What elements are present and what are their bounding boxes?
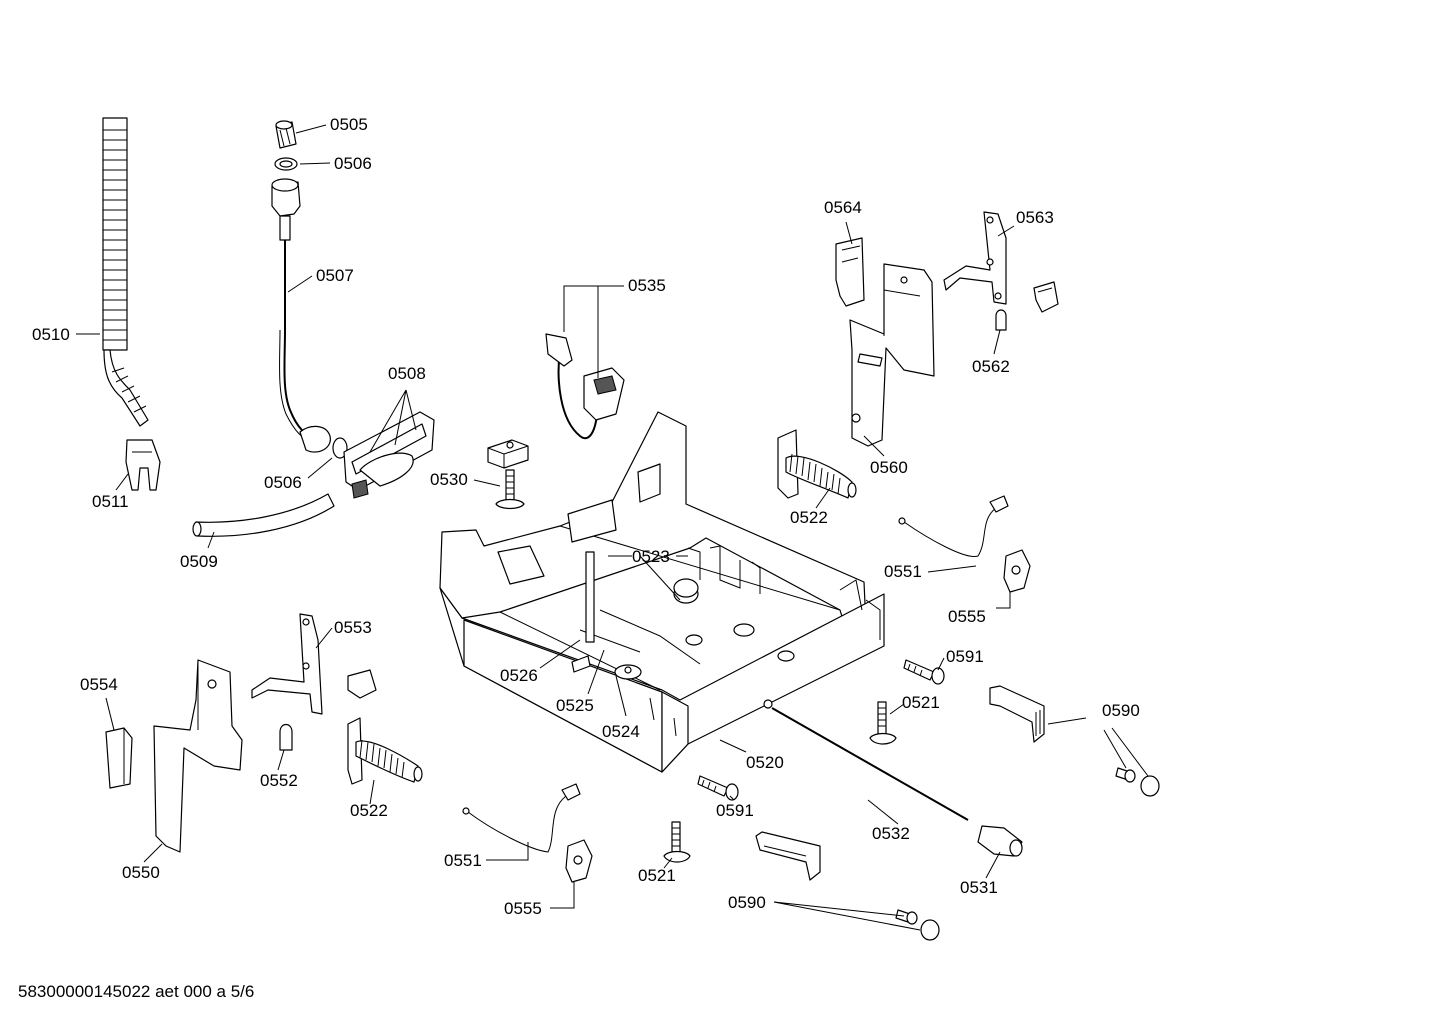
part-0522-spring-upper[interactable] xyxy=(777,429,857,499)
part-0560-bracket[interactable] xyxy=(849,263,935,447)
label-0564[interactable]: 0564 xyxy=(824,198,862,217)
label-0509[interactable]: 0509 xyxy=(180,552,218,571)
label-0591-upper[interactable]: 0591 xyxy=(946,647,984,666)
part-0521-foot-upper[interactable] xyxy=(869,701,897,745)
label-0555-lower[interactable]: 0555 xyxy=(504,899,542,918)
label-0591-lower[interactable]: 0591 xyxy=(716,801,754,820)
part-0508-inlet-valve[interactable] xyxy=(343,411,435,499)
part-0591-screw-lower[interactable] xyxy=(697,775,739,801)
label-0563[interactable]: 0563 xyxy=(1016,208,1054,227)
label-0590-lower[interactable]: 0590 xyxy=(728,893,766,912)
label-0552[interactable]: 0552 xyxy=(260,771,298,790)
part-0563-bracket[interactable] xyxy=(943,211,1007,305)
label-0531[interactable]: 0531 xyxy=(960,878,998,897)
part-0564-clip[interactable] xyxy=(835,237,865,307)
part-0530-block-screw[interactable] xyxy=(487,439,529,510)
label-0520[interactable]: 0520 xyxy=(746,753,784,772)
part-0551-cable-upper[interactable] xyxy=(898,495,1009,558)
part-0507-inlet-hose[interactable] xyxy=(271,178,331,453)
label-0511[interactable]: 0511 xyxy=(92,492,129,511)
label-0526[interactable]: 0526 xyxy=(500,666,538,685)
part-0591-screw-upper[interactable] xyxy=(903,659,945,685)
part-0531-knob[interactable] xyxy=(977,825,1023,857)
label-0530[interactable]: 0530 xyxy=(430,470,468,489)
part-0509-hose[interactable] xyxy=(192,493,335,537)
part-0590-rail-lower[interactable] xyxy=(755,831,821,881)
label-0507[interactable]: 0507 xyxy=(316,266,354,285)
label-0506[interactable]: 0506 xyxy=(334,154,372,173)
label-0555-upper[interactable]: 0555 xyxy=(948,607,986,626)
part-0510-drain-hose[interactable] xyxy=(102,117,149,427)
part-0590-rail-upper[interactable] xyxy=(989,685,1045,743)
label-0554[interactable]: 0554 xyxy=(80,675,118,694)
label-0521-upper[interactable]: 0521 xyxy=(902,693,940,712)
label-0532[interactable]: 0532 xyxy=(872,824,910,843)
part-0555-holder-lower[interactable] xyxy=(565,839,593,883)
part-0550-bracket[interactable] xyxy=(153,659,243,853)
part-0532-rod[interactable] xyxy=(771,707,969,821)
part-0590-screw-cap-lower[interactable] xyxy=(895,909,940,941)
label-0551-lower[interactable]: 0551 xyxy=(444,851,482,870)
label-0562[interactable]: 0562 xyxy=(972,357,1010,376)
label-0525[interactable]: 0525 xyxy=(556,696,594,715)
label-0522-lower[interactable]: 0522 xyxy=(350,801,388,820)
label-0506-lower[interactable]: 0506 xyxy=(264,473,302,492)
part-0551-cable-lower[interactable] xyxy=(462,783,581,853)
part-0590-screw-cap-upper[interactable] xyxy=(1115,767,1160,797)
part-0553-bracket[interactable] xyxy=(251,613,323,715)
label-0553[interactable]: 0553 xyxy=(334,618,372,637)
part-0554-cover[interactable] xyxy=(105,727,133,789)
part-0511-hose-clip[interactable] xyxy=(125,439,161,491)
document-code: 58300000145022 aet 000 a 5/6 xyxy=(18,982,255,1001)
part-0553-clip[interactable] xyxy=(347,669,377,699)
label-0510[interactable]: 0510 xyxy=(32,325,70,344)
label-0508[interactable]: 0508 xyxy=(388,364,426,383)
part-0535-sensor-cable[interactable] xyxy=(545,333,625,440)
part-0505-cap[interactable] xyxy=(275,120,297,149)
label-0550[interactable]: 0550 xyxy=(122,863,160,882)
part-0506-seal-ring[interactable] xyxy=(274,157,298,171)
label-0522-upper[interactable]: 0522 xyxy=(790,508,828,527)
label-0535[interactable]: 0535 xyxy=(628,276,666,295)
leader-lines xyxy=(76,124,1149,931)
label-0523[interactable]: 0523 xyxy=(632,547,670,566)
label-0560[interactable]: 0560 xyxy=(870,458,908,477)
label-0551-upper[interactable]: 0551 xyxy=(884,562,922,581)
part-0563-clip[interactable] xyxy=(1033,281,1059,313)
label-0521-lower[interactable]: 0521 xyxy=(638,866,676,885)
part-0520-base-tub[interactable] xyxy=(439,411,885,773)
part-0562-hook[interactable] xyxy=(995,309,1007,331)
part-0521-foot-lower[interactable] xyxy=(663,821,691,863)
label-0524[interactable]: 0524 xyxy=(602,722,640,741)
part-0522-spring-lower[interactable] xyxy=(347,717,423,785)
label-0590-upper[interactable]: 0590 xyxy=(1102,701,1140,720)
part-0552-hook[interactable] xyxy=(279,723,293,751)
label-0505[interactable]: 0505 xyxy=(330,115,368,134)
part-0555-holder-upper[interactable] xyxy=(1003,549,1031,593)
